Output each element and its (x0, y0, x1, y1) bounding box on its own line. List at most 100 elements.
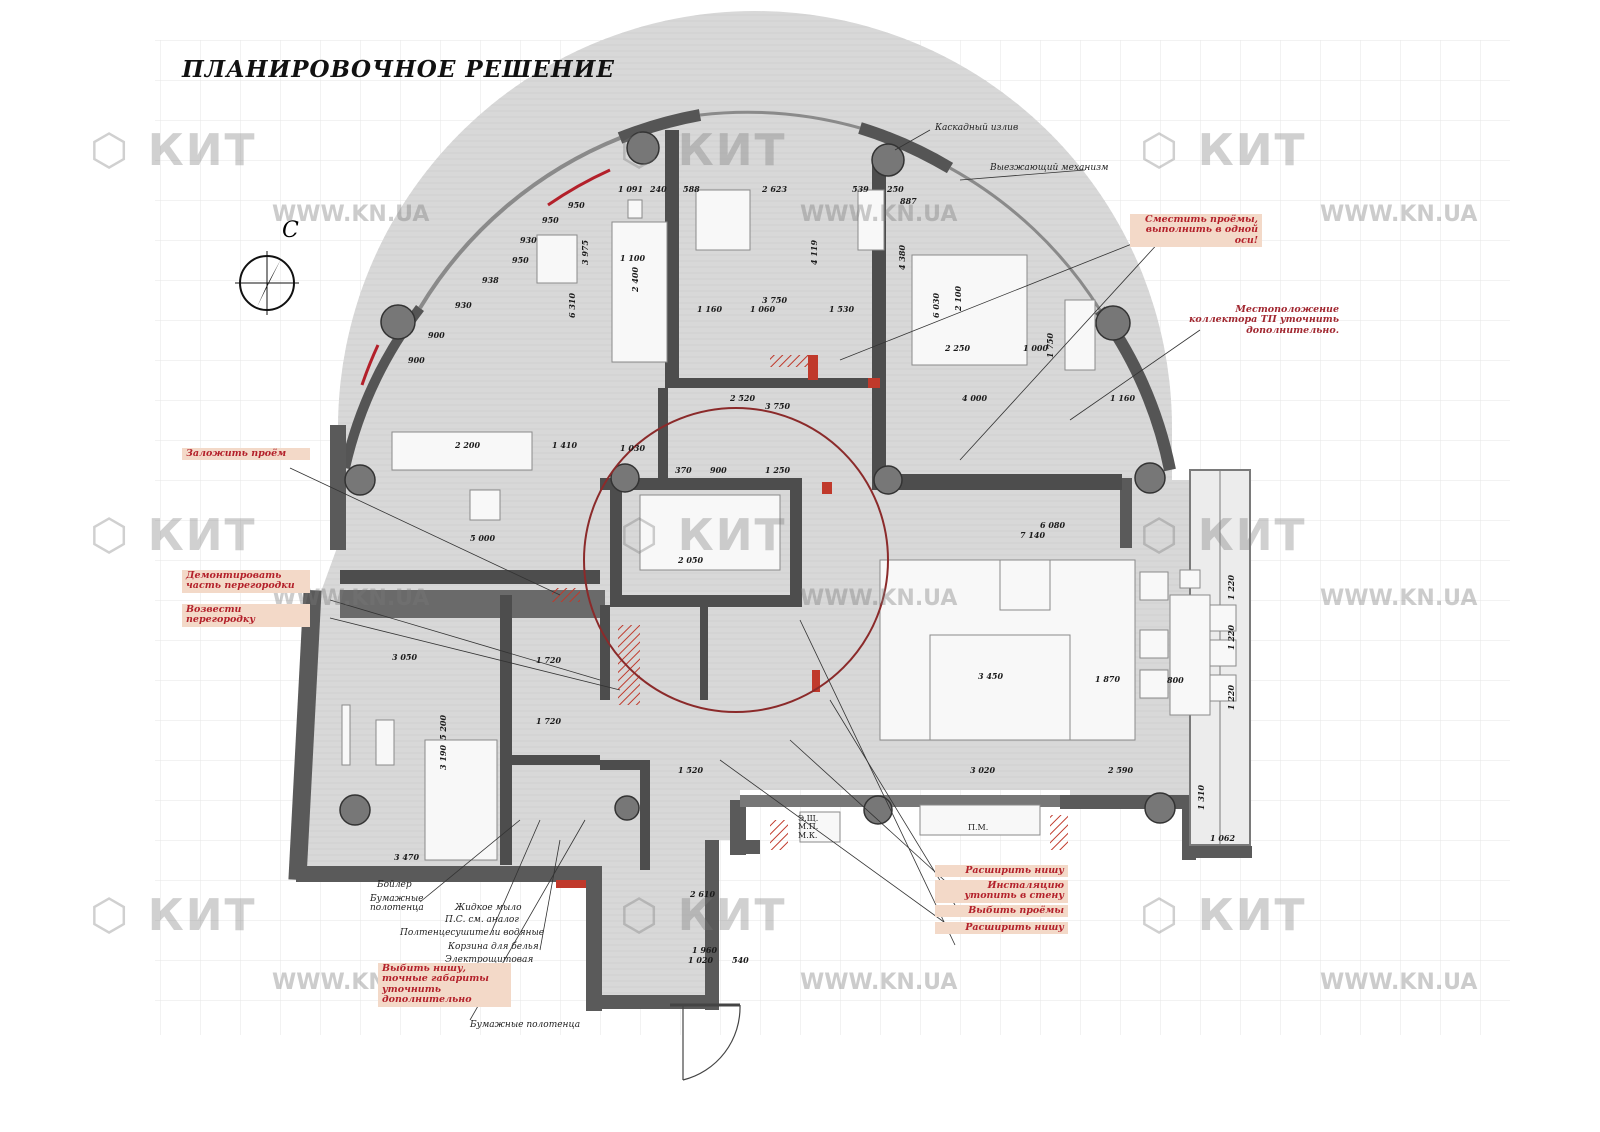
dimension-label: 4 119 (809, 239, 819, 265)
note-paper-towels-2: Бумажные полотенца (470, 1020, 581, 1030)
watermark-logo: ⬡ КИТ (620, 125, 787, 176)
dimension-label: 370 (675, 465, 692, 475)
note-drawer: Выезжающий механизм (990, 163, 1109, 173)
watermark-logo: ⬡ КИТ (90, 890, 257, 941)
dimension-label: 3 975 (580, 239, 590, 265)
note-laundry-basket: Корзина для белья (448, 942, 539, 952)
dimension-label: 1 310 (1196, 784, 1206, 810)
dimension-label: 6 310 (567, 292, 577, 318)
note-widen-niche-2: Расширить нишу (935, 922, 1068, 935)
dimension-label: 930 (520, 235, 537, 245)
dimension-label: 2 623 (762, 184, 788, 194)
dimension-label: 3 470 (394, 852, 420, 862)
dimension-label: 950 (542, 215, 559, 225)
dimension-label: 1 720 (536, 716, 562, 726)
note-widen-niche-1: Расширить нишу (935, 865, 1068, 878)
dimension-label: 6 080 (1040, 520, 1066, 530)
dimension-label: 250 (887, 184, 904, 194)
dimension-label: 240 (650, 184, 667, 194)
watermark-url: WWW.KN.UA (1320, 970, 1478, 995)
dimension-label: 4 380 (897, 244, 907, 270)
watermark-url: WWW.KN.UA (800, 970, 958, 995)
watermark-url: WWW.KN.UA (800, 586, 958, 611)
dimension-label: 938 (482, 275, 499, 285)
watermark-logo: ⬡ КИТ (620, 510, 787, 561)
note-paper-towels: Бумажные полотенца (370, 894, 424, 913)
dimension-label: 3 190 (438, 744, 448, 770)
dimension-label: 1 030 (620, 443, 646, 453)
dimension-label: 2 520 (730, 393, 756, 403)
dimension-label: 2 200 (455, 440, 481, 450)
dimension-label: 540 (732, 955, 749, 965)
note-close-opening: Заложить проём (182, 448, 310, 461)
note-collector: Местоположение коллектора ТП уточнить до… (1188, 304, 1339, 336)
note-shift-openings: Сместить проёмы, выполнить в одной оси! (1130, 214, 1262, 248)
dimension-label: 1 410 (552, 440, 578, 450)
columns (339, 131, 1176, 826)
watermark-url: WWW.KN.UA (272, 202, 430, 227)
dimension-label: 800 (1167, 675, 1184, 685)
dimension-label: 1 091 (618, 184, 644, 194)
note-boiler: Бойлер (377, 880, 412, 890)
label-panel-1: Э.Щ. М.П. М.К. (798, 814, 819, 840)
dimension-label: 1 530 (829, 304, 855, 314)
note-cut-openings: Выбить проёмы (935, 905, 1068, 918)
note-ps: П.С. см. аналог (445, 915, 519, 925)
dimension-label: 930 (455, 300, 472, 310)
dimension-label: 1 062 (1210, 833, 1236, 843)
dimension-label: 1 960 (692, 945, 718, 955)
dimension-label: 3 050 (392, 652, 418, 662)
dimension-label: 2 050 (678, 555, 704, 565)
watermark-logo: ⬡ КИТ (1140, 510, 1307, 561)
dimension-label: 1 220 (1226, 624, 1236, 650)
dimension-label: 3 750 (762, 295, 788, 305)
watermark-url: WWW.KN.UA (1320, 586, 1478, 611)
entrance-door (670, 1003, 741, 1081)
dimension-label: 1 100 (620, 253, 646, 263)
dimension-label: 7 140 (1020, 530, 1046, 540)
dimension-label: 1 750 (1045, 332, 1055, 358)
construction-zones (552, 355, 1068, 888)
note-build-partition: Возвести перегородку (182, 604, 310, 627)
watermark-url: WWW.KN.UA (800, 202, 958, 227)
dimension-label: 588 (683, 184, 700, 194)
note-towel-dryers: Полтенцесушители водяные (400, 928, 545, 938)
watermark-logo: ⬡ КИТ (90, 125, 257, 176)
note-electric-panel: Электрощитовая (445, 955, 534, 965)
dimension-label: 1 520 (678, 765, 704, 775)
note-cascade: Каскадный излив (935, 123, 1019, 133)
dimension-label: 1 220 (1226, 574, 1236, 600)
note-cut-niche: Выбить нишу, точные габариты уточнить до… (378, 963, 511, 1007)
dimension-label: 1 720 (536, 655, 562, 665)
note-demolish-partition: Демонтировать часть перегородки (182, 570, 310, 593)
dimension-label: 2 100 (953, 285, 963, 311)
dimension-label: 1 020 (688, 955, 714, 965)
dimension-label: 1 060 (750, 304, 776, 314)
dimension-label: 539 (852, 184, 869, 194)
dimension-label: 1 220 (1226, 684, 1236, 710)
leader-lines (289, 129, 1201, 1021)
watermark-url: WWW.KN.UA (1320, 202, 1478, 227)
watermark-logo: ⬡ КИТ (620, 890, 787, 941)
watermark-logo: ⬡ КИТ (1140, 890, 1307, 941)
dimension-label: 3 020 (970, 765, 996, 775)
dimension-label: 900 (408, 355, 425, 365)
dimension-label: 1 000 (1023, 343, 1049, 353)
dimension-label: 950 (568, 200, 585, 210)
dimension-label: 3 450 (978, 671, 1004, 681)
dimension-label: 3 750 (765, 401, 791, 411)
compass-icon (235, 251, 299, 315)
watermark-logo: ⬡ КИТ (90, 510, 257, 561)
highlight-circle (583, 407, 889, 713)
dimension-label: 2 590 (1108, 765, 1134, 775)
dimension-label: 5 200 (438, 714, 448, 740)
note-install-sunk: Инсталяцию утопить в стену (935, 880, 1068, 903)
dimension-label: 4 000 (962, 393, 988, 403)
dimension-label: 1 160 (697, 304, 723, 314)
watermark-logo: ⬡ КИТ (1140, 125, 1307, 176)
dimension-label: 900 (428, 330, 445, 340)
page-title: ПЛАНИРОВОЧНОЕ РЕШЕНИЕ (182, 56, 615, 83)
furniture (341, 189, 1237, 861)
